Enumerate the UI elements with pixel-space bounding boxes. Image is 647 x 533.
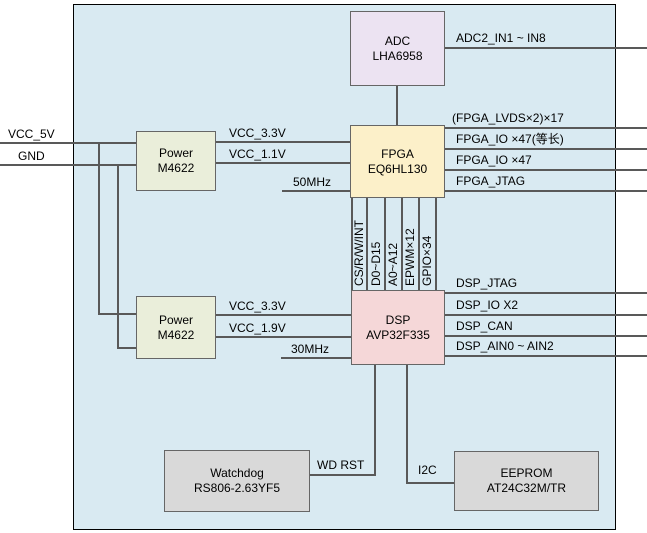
wire-50mhz (282, 190, 350, 192)
wire-wd-rst (310, 474, 376, 476)
wire-power1-3v3 (216, 141, 350, 143)
label-dsp-ain: DSP_AIN0 ~ AIN2 (456, 339, 554, 353)
system-boundary-box (73, 4, 616, 530)
wire-bus-1 (351, 198, 353, 290)
wire-gnd-branch (117, 164, 119, 349)
label-fpga-io: FPGA_IO ×47 (456, 153, 532, 167)
wire-gnd (0, 164, 136, 166)
wire-bus-6 (435, 198, 437, 290)
fpga-name: FPGA (381, 146, 414, 161)
power-top-block: Power M4622 (136, 131, 216, 191)
wire-i2c (407, 482, 456, 484)
label-fpga-jtag: FPGA_JTAG (456, 174, 526, 188)
wire-fpga-io-eq (445, 148, 647, 150)
label-wd-rst: WD RST (317, 458, 365, 472)
adc-block: ADC LHA6958 (350, 11, 445, 86)
wire-dsp-ain (445, 355, 647, 357)
wire-dsp-jtag (445, 292, 647, 294)
label-dsp-jtag: DSP_JTAG (456, 276, 518, 290)
power-bottom-name: Power (158, 312, 193, 327)
label-power1-3v3: VCC_3.3V (229, 126, 286, 140)
wire-adc-fpga (396, 86, 398, 125)
label-fpga-io-eq: FPGA_IO ×47(等长) (456, 132, 564, 146)
wire-fpga-lvds (445, 127, 647, 129)
label-bus-gpio: GPIO×34 (420, 235, 434, 286)
power-bottom-block: Power M4622 (136, 296, 216, 359)
wire-dsp-io (445, 314, 647, 316)
power-top-name: Power (158, 146, 193, 160)
eeprom-block: EEPROM AT24C32M/TR (454, 451, 599, 511)
watchdog-part: RS806-2.63YF5 (193, 481, 281, 495)
wire-gnd-branch-stub (118, 347, 136, 349)
wire-bus-3 (384, 198, 386, 290)
wire-dsp-watchdog (374, 365, 376, 476)
adc-part: LHA6958 (372, 48, 423, 63)
label-i2c: I2C (418, 463, 437, 477)
fpga-part: EQ6HL130 (367, 161, 428, 176)
label-adc-out: ADC2_IN1 ~ IN8 (456, 31, 546, 45)
label-50mhz: 50MHz (293, 175, 332, 189)
label-power2-1v9: VCC_1.9V (229, 321, 286, 335)
wire-power2-3v3 (216, 314, 351, 316)
label-dsp-can: DSP_CAN (456, 319, 513, 333)
label-fpga-lvds: (FPGA_LVDS×2)×17 (452, 111, 564, 125)
wire-30mhz (281, 357, 351, 359)
wire-vcc5v (0, 142, 136, 144)
eeprom-part: AT24C32M/TR (486, 481, 567, 495)
watchdog-block: Watchdog RS806-2.63YF5 (164, 450, 310, 512)
eeprom-name: EEPROM (500, 466, 553, 480)
label-bus-data: D0~D15 (369, 241, 383, 286)
label-vcc5v: VCC_5V (8, 127, 55, 141)
wire-power1-1v1 (216, 162, 350, 164)
label-gnd: GND (18, 149, 45, 163)
label-dsp-io: DSP_IO X2 (456, 298, 519, 312)
power-top-part: M4622 (157, 161, 195, 175)
watchdog-name: Watchdog (210, 466, 264, 480)
wire-fpga-jtag (445, 190, 647, 192)
dsp-name: DSP (385, 312, 411, 327)
wire-bus-4 (401, 198, 403, 290)
label-power1-1v1: VCC_1.1V (229, 147, 286, 161)
label-30mhz: 30MHz (291, 342, 330, 356)
power-bottom-part: M4622 (157, 327, 195, 342)
label-power2-3v3: VCC_3.3V (229, 299, 286, 313)
wire-bus-5 (418, 198, 420, 290)
label-bus-cs-rw-int: CS/R/W/INT (352, 220, 366, 286)
wire-dsp-eeprom (406, 365, 408, 484)
label-bus-addr: A0~A12 (386, 242, 400, 286)
wire-dsp-can (445, 335, 647, 337)
wire-fpga-io (445, 169, 647, 171)
wire-power2-1v9 (216, 336, 351, 338)
fpga-block: FPGA EQ6HL130 (350, 125, 445, 198)
label-bus-epwm: EPWM×12 (403, 228, 417, 286)
wire-adc-out (445, 47, 647, 49)
dsp-block: DSP AVP32F335 (351, 290, 445, 365)
adc-name: ADC (384, 33, 411, 48)
wire-bus-2 (366, 198, 368, 290)
wire-vcc-branch (98, 142, 100, 315)
dsp-part: AVP32F335 (366, 327, 430, 342)
